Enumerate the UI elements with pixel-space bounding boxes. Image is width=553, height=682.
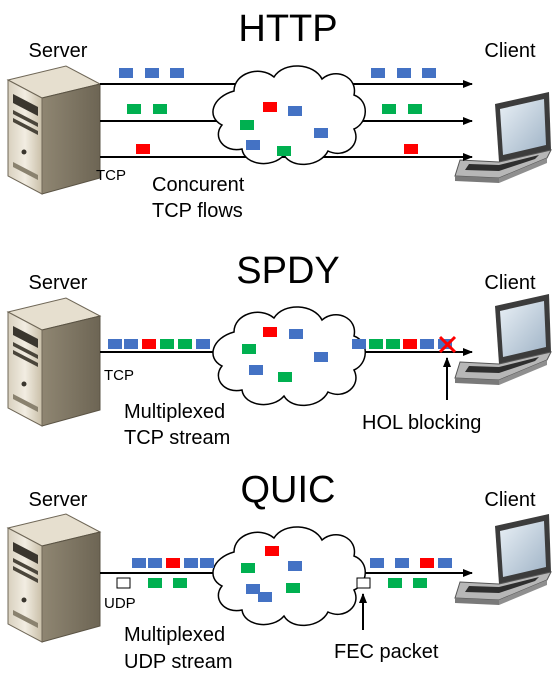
spdy-cloud-packet-blue bbox=[314, 352, 328, 362]
spdy-packet-green bbox=[369, 339, 383, 349]
spdy-packet-blue bbox=[124, 339, 138, 349]
quic-packet-red bbox=[420, 558, 434, 568]
http-packet-red bbox=[136, 144, 150, 154]
http-client-label: Client bbox=[484, 40, 536, 62]
http-caption-line-2: TCP flows bbox=[152, 200, 243, 222]
spdy-packet-blue bbox=[108, 339, 122, 349]
http-title: HTTP bbox=[238, 8, 337, 50]
quic-packet-green bbox=[388, 578, 402, 588]
quic-packet-blue bbox=[184, 558, 198, 568]
quic-cloud-packet-blue bbox=[288, 561, 302, 571]
spdy-cloud-packet-red bbox=[263, 327, 277, 337]
quic-packet-blue bbox=[148, 558, 162, 568]
quic-packet-blue bbox=[395, 558, 409, 568]
http-cloud-packet-green bbox=[277, 146, 291, 156]
quic-packet-red bbox=[166, 558, 180, 568]
spdy-packet-green bbox=[178, 339, 192, 349]
quic-title: QUIC bbox=[241, 469, 336, 511]
spdy-packet-green bbox=[160, 339, 174, 349]
http-section: HTTP Server Client TCP Concurent TCP flo bbox=[7, 8, 552, 222]
spdy-packet-green bbox=[386, 339, 400, 349]
http-cloud-packet-blue bbox=[314, 128, 328, 138]
spdy-client-laptop-icon bbox=[454, 293, 552, 386]
http-cloud-packet-red bbox=[263, 102, 277, 112]
http-caption-line-1: Concurent bbox=[152, 174, 245, 196]
quic-packet-blue bbox=[132, 558, 146, 568]
spdy-section: SPDY Server Client TCP Mu bbox=[7, 250, 552, 449]
quic-packet-blue bbox=[438, 558, 452, 568]
spdy-packet-blue bbox=[352, 339, 366, 349]
hol-blocking-x-icon bbox=[438, 335, 457, 354]
http-packet-blue bbox=[119, 68, 133, 78]
quic-packet-blue bbox=[370, 558, 384, 568]
http-server-label: Server bbox=[29, 40, 88, 62]
quic-caption-line-1: Multiplexed bbox=[124, 624, 225, 646]
spdy-cloud-packet-blue bbox=[289, 329, 303, 339]
quic-cloud-packet-blue bbox=[258, 592, 272, 602]
http-packet-green bbox=[408, 104, 422, 114]
quic-packet-green bbox=[173, 578, 187, 588]
spdy-caption-line-2: TCP stream bbox=[124, 427, 230, 449]
quic-packet-green bbox=[148, 578, 162, 588]
spdy-cloud-packet-blue bbox=[249, 365, 263, 375]
http-cloud-packet-blue bbox=[288, 106, 302, 116]
spdy-packet-blue bbox=[420, 339, 434, 349]
spdy-cloud-packet-green bbox=[242, 344, 256, 354]
spdy-protocol-label: TCP bbox=[104, 367, 134, 384]
http-packet-blue bbox=[397, 68, 411, 78]
http-packet-blue bbox=[422, 68, 436, 78]
quic-cloud-packet-green bbox=[286, 583, 300, 593]
http-client-laptop-icon bbox=[454, 91, 552, 184]
quic-packet-blue bbox=[200, 558, 214, 568]
http-packet-green bbox=[153, 104, 167, 114]
fec-packet-label: FEC packet bbox=[334, 641, 439, 663]
spdy-caption-line-1: Multiplexed bbox=[124, 401, 225, 423]
http-packet-blue bbox=[170, 68, 184, 78]
http-cloud-packet-green bbox=[240, 120, 254, 130]
spdy-server-icon bbox=[7, 297, 101, 427]
hol-blocking-label: HOL blocking bbox=[362, 412, 481, 434]
spdy-packet-red bbox=[142, 339, 156, 349]
http-packet-green bbox=[382, 104, 396, 114]
quic-server-icon bbox=[7, 513, 101, 643]
spdy-packet-red bbox=[403, 339, 417, 349]
spdy-client-label: Client bbox=[484, 272, 536, 294]
quic-cloud-packet-red bbox=[265, 546, 279, 556]
http-packet-blue bbox=[145, 68, 159, 78]
quic-caption-line-2: UDP stream bbox=[124, 651, 233, 673]
http-cloud-packet-blue bbox=[246, 140, 260, 150]
spdy-title: SPDY bbox=[236, 250, 339, 292]
quic-fec-packet bbox=[116, 577, 131, 589]
http-packet-red bbox=[404, 144, 418, 154]
spdy-packet-blue bbox=[196, 339, 210, 349]
quic-protocol-label: UDP bbox=[104, 595, 136, 612]
quic-section: QUIC Server Client UDP M bbox=[7, 469, 552, 673]
http-server-icon bbox=[7, 65, 101, 195]
http-protocol-label: TCP bbox=[96, 167, 126, 184]
quic-client-label: Client bbox=[484, 489, 536, 511]
quic-client-laptop-icon bbox=[454, 513, 552, 606]
http-packet-blue bbox=[371, 68, 385, 78]
quic-packet-green bbox=[413, 578, 427, 588]
spdy-cloud-packet-green bbox=[278, 372, 292, 382]
quic-network-cloud-icon bbox=[212, 526, 367, 627]
quic-fec-packet bbox=[356, 577, 371, 589]
spdy-server-label: Server bbox=[29, 272, 88, 294]
spdy-network-cloud-icon bbox=[212, 306, 367, 407]
quic-cloud-packet-blue bbox=[246, 584, 260, 594]
http-packet-green bbox=[127, 104, 141, 114]
quic-cloud-packet-green bbox=[241, 563, 255, 573]
quic-server-label: Server bbox=[29, 489, 88, 511]
